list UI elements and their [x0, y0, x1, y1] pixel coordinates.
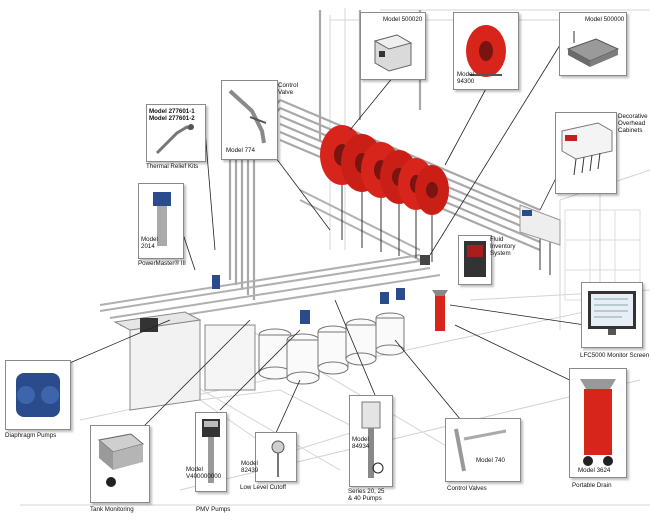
pmv-pumps-caption: PMV Pumps: [196, 506, 231, 513]
series-pumps-caption: Series 20, 25 & 40 Pumps: [348, 488, 385, 502]
diaphragm-pump-icon: [16, 373, 60, 417]
level-cutoff-icon: [271, 440, 285, 477]
callout-lfc5000: [581, 282, 643, 348]
monitor-screen-icon: [588, 291, 636, 335]
diaphragm-pumps-caption: Diaphragm Pumps: [5, 432, 57, 439]
overhead-cabinet-icon: [373, 34, 413, 72]
model-500020-label: Model 500020: [383, 16, 423, 23]
callout-decorative-cabinets: [555, 112, 617, 194]
model-500000-label: Model 500000: [585, 16, 625, 23]
decorative-cabinets-caption: Decorative Overhead Cabinets: [618, 113, 648, 134]
callout-fluid-inventory: [458, 235, 492, 285]
wall-terminal: [420, 255, 430, 265]
model-84934-label: Model 84934: [352, 436, 370, 450]
powermaster-pump-icon: [153, 192, 171, 246]
callout-model-84934: Model 84934: [349, 395, 393, 487]
model-2014-label: Model 2014: [141, 236, 158, 250]
pump-heads: [212, 275, 405, 324]
control-valves-caption: Control Valves: [447, 485, 487, 492]
control-valve-handle-icon: [454, 428, 507, 472]
portable-drain-caption: Portable Drain: [572, 482, 612, 489]
portable-drain-small: [432, 290, 448, 331]
callout-model-82439: [255, 432, 297, 482]
model-94300-label: Model 94300: [457, 71, 475, 85]
callout-model-94300: Model 94300: [453, 12, 519, 90]
air-pump-icon: [361, 401, 384, 478]
model-774-label: Model 774: [226, 147, 255, 154]
callout-model-277601: Model 277601-1 Model 277601-2: [146, 104, 206, 162]
low-level-cutoff-caption: Low Level Cutoff: [240, 484, 286, 491]
callout-pmv-pumps: [195, 412, 227, 492]
callout-model-740: Model 740: [445, 418, 521, 482]
callout-model-774: Model 774: [221, 80, 278, 160]
callout-model-500020: Model 500020: [360, 12, 426, 80]
model-82439-label: Model 82439: [241, 460, 259, 474]
model-740-label: Model 740: [476, 457, 505, 464]
inventory-terminal-icon: [464, 241, 486, 277]
pmv-pump-icon: [202, 419, 220, 483]
powermaster-caption: PowerMaster® III: [138, 260, 186, 267]
relief-kit-icon: [155, 124, 194, 155]
control-valve-caption: Control Valve: [278, 82, 298, 96]
overhead-cabinets-run: [519, 204, 561, 246]
overhead-cabinet-icon: [561, 122, 613, 176]
fluid-inventory-caption: Fluid Inventory System: [490, 236, 516, 257]
lfc-monitor-caption: LFC5000 Monitor Screen: [580, 352, 650, 359]
callout-model-3624: Model 3624: [569, 368, 627, 478]
manifold-pipes: [99, 189, 441, 326]
hose-reel-icon: [466, 25, 506, 77]
tank-monitor-icon: [97, 433, 145, 487]
callout-tank-monitoring: [90, 425, 150, 503]
model-3624-label: Model 3624: [578, 467, 611, 474]
thermal-relief-caption: Thermal Relief Kits: [146, 163, 199, 170]
tank-monitoring-caption: Tank Monitoring: [90, 506, 134, 513]
control-valve-icon: [228, 89, 267, 144]
callout-diaphragm-pumps: [5, 360, 71, 430]
hose-reels: [320, 125, 449, 215]
callout-model-500000: Model 500000: [559, 12, 627, 76]
portable-drain-icon: [580, 379, 616, 466]
callout-model-2014: Model 2014: [138, 183, 184, 259]
model-277601-label: Model 277601-1 Model 277601-2: [149, 108, 195, 122]
control-box-icon: [566, 31, 620, 67]
drums: [258, 312, 405, 385]
model-v400-label: Model V400000000: [186, 466, 222, 480]
pump-station-left: [113, 311, 256, 411]
